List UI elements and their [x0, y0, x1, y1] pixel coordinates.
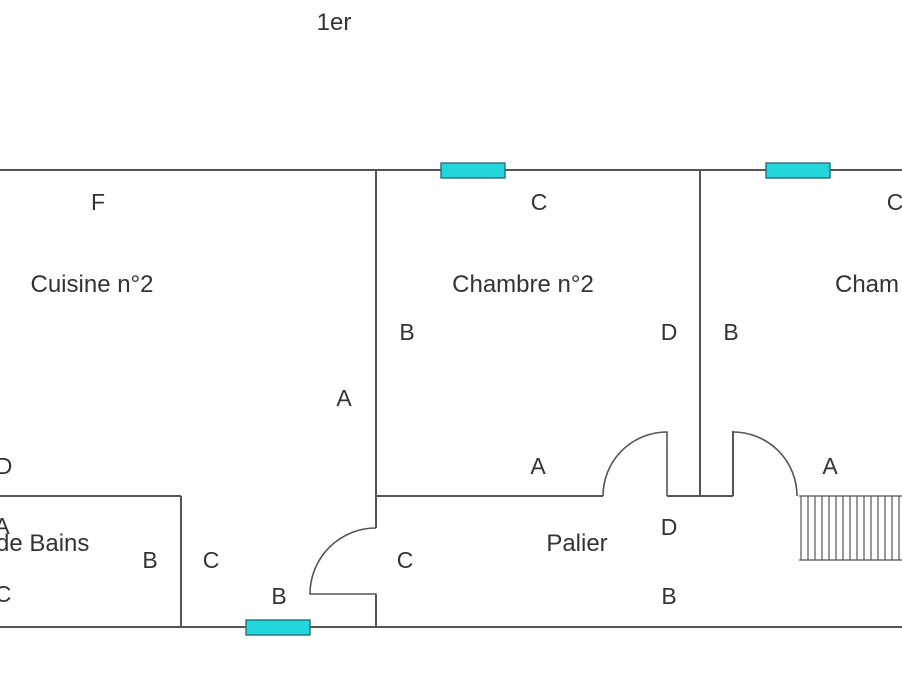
wall-letter: D	[661, 514, 678, 540]
wall-letter: F	[91, 189, 105, 215]
wall-letter: B	[271, 583, 286, 609]
wall-letter: A	[336, 385, 352, 411]
room-label-cuisine: Cuisine n°2	[31, 271, 154, 298]
wall-letter: B	[723, 319, 738, 345]
window-cuisine-bottom	[245, 619, 311, 636]
room-label-chambre3: Cham	[835, 271, 899, 298]
wall-letter: C	[397, 547, 414, 573]
wall-letter: C	[531, 189, 548, 215]
window-chambre3	[765, 162, 831, 179]
wall-letters: F D A A B C C B C B D A C B A C D B	[0, 189, 902, 609]
wall-letter: D	[0, 453, 12, 479]
floor-title: 1er	[317, 9, 352, 36]
wall-letter: C	[0, 581, 11, 607]
window-chambre2	[440, 162, 506, 179]
door-chambre2	[602, 431, 668, 497]
windows	[245, 162, 831, 636]
doors	[309, 431, 798, 596]
wall-letter: A	[530, 453, 546, 479]
room-label-salle-de-bains: de Bains	[0, 530, 89, 557]
room-label-chambre2: Chambre n°2	[452, 271, 594, 298]
walls	[0, 169, 902, 628]
door-chambre3	[732, 431, 798, 497]
wall-letter: C	[203, 547, 220, 573]
wall-letter: B	[661, 583, 676, 609]
wall-letter: D	[661, 319, 678, 345]
staircase	[799, 495, 902, 561]
wall-letter: C	[887, 189, 902, 215]
wall-letter: A	[0, 513, 10, 539]
wall-letter: B	[399, 319, 414, 345]
wall-letter: B	[142, 547, 157, 573]
wall-letter: A	[822, 453, 838, 479]
room-label-palier: Palier	[546, 530, 607, 557]
door-palier-cuisine	[309, 527, 377, 596]
